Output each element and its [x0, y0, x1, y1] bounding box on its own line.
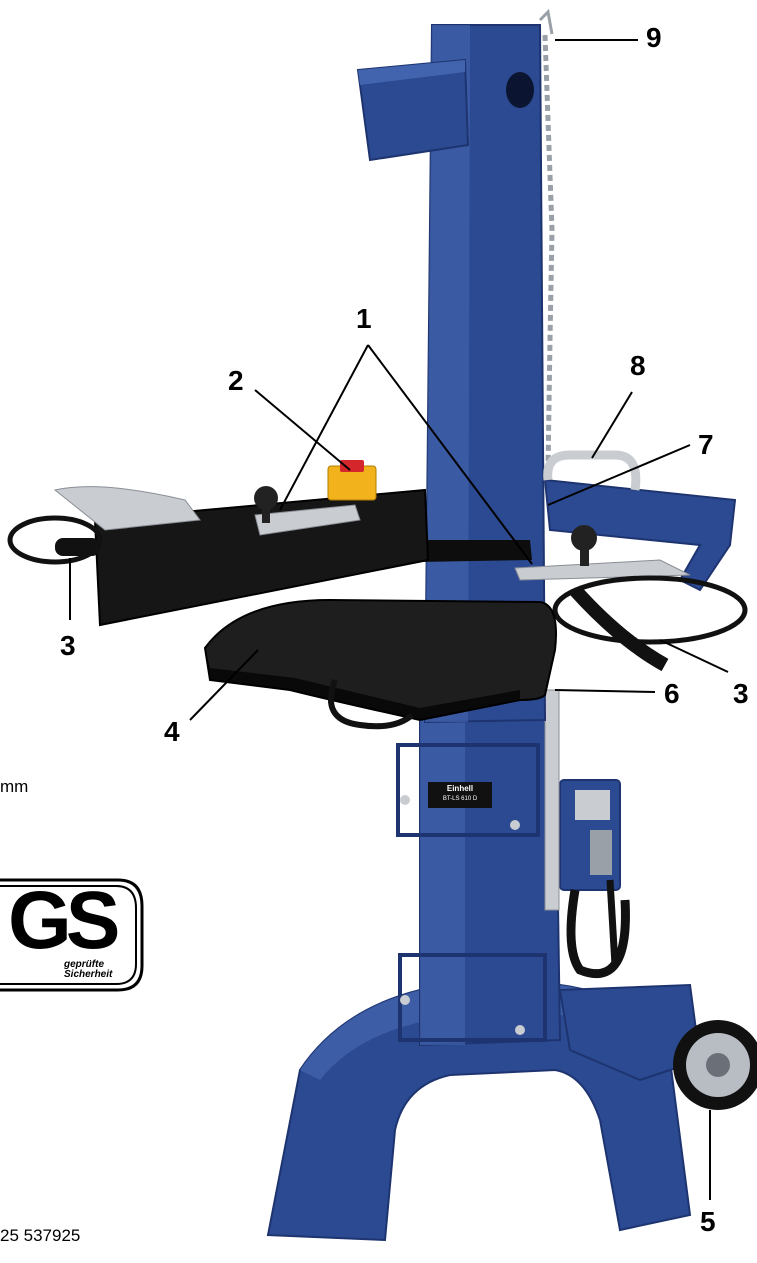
callout-3-right: 3: [733, 678, 749, 709]
piston-rod: [544, 689, 560, 911]
left-shield: [53, 486, 201, 531]
left-arm-guard: [93, 488, 430, 627]
gs-mark: GS geprüfte Sicherheit: [0, 874, 148, 996]
callout-4: 4: [164, 716, 180, 747]
left-handle-grip: [55, 538, 100, 556]
left-handle-loop: [7, 515, 103, 565]
gs-letters: GS: [8, 875, 121, 966]
callout-5: 5: [700, 1206, 716, 1237]
chain: [542, 34, 555, 471]
right-handle-grip: [569, 585, 669, 672]
callout-8: 8: [630, 350, 646, 381]
model-name: BT-LS 610 D: [442, 796, 478, 802]
callout-1: 1: [356, 303, 372, 334]
leader-lines: [69, 39, 729, 1200]
phone-fragment: 25 537925: [0, 1226, 81, 1245]
callout-7: 7: [698, 429, 714, 460]
blade-collar: [418, 540, 532, 562]
brand-name: Einhell: [446, 784, 474, 793]
hydraulic-hose: [566, 889, 630, 979]
brand-plate-text: Einhell BT-LS 610 D: [430, 784, 490, 804]
upper-bracket: [396, 743, 540, 837]
callout-6: 6: [664, 678, 680, 709]
gs-caption: geprüfte Sicherheit: [64, 960, 112, 980]
left-blade: [254, 504, 361, 536]
callout-3-left: 3: [60, 630, 76, 661]
wheel-frame: [558, 983, 702, 1082]
callout-2: 2: [228, 365, 244, 396]
carrying-handle: [543, 450, 641, 491]
unit-fragment: mm: [0, 777, 29, 796]
brand-plate: [428, 782, 492, 808]
right-handle-loop: [552, 575, 748, 645]
gs-caption-line1: geprüfte: [64, 959, 104, 970]
lower-bracket: [398, 953, 547, 1042]
top-bracket: [356, 58, 470, 162]
right-blade: [514, 559, 691, 581]
gs-caption-line2: Sicherheit: [64, 969, 113, 980]
callout-9: 9: [646, 22, 662, 53]
power-cable: [328, 678, 414, 730]
